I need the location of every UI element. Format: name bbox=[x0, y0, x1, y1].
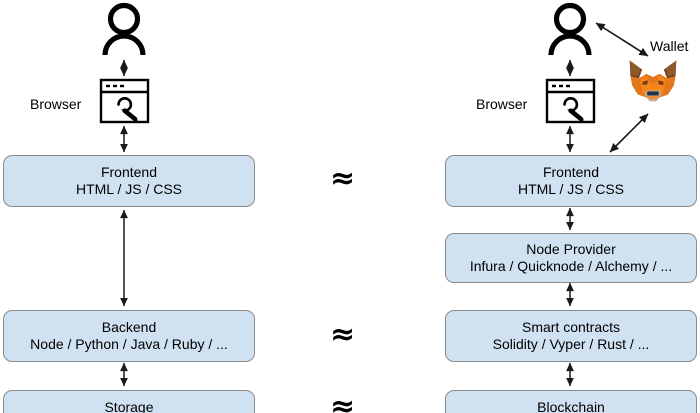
browser-label-left: Browser bbox=[30, 96, 82, 112]
box-frontend-right-title: Frontend bbox=[542, 164, 600, 180]
box-node-provider[interactable]: Node Provider Infura / Quicknode / Alche… bbox=[445, 233, 697, 283]
box-frontend-left-subtitle: HTML / JS / CSS bbox=[75, 181, 183, 197]
person-icon-left bbox=[102, 2, 146, 56]
box-storage-title: Storage bbox=[104, 399, 154, 413]
box-storage-left[interactable]: Storage bbox=[3, 390, 255, 413]
arrow-frontend-wallet bbox=[609, 113, 649, 153]
browser-window-wrench-icon-left bbox=[99, 78, 150, 124]
box-frontend-left[interactable]: Frontend HTML / JS / CSS bbox=[3, 155, 255, 207]
box-blockchain[interactable]: Blockchain bbox=[445, 390, 697, 413]
box-frontend-left-title: Frontend bbox=[100, 164, 158, 180]
approx-equal-2: ≈ bbox=[330, 317, 356, 352]
box-blockchain-title: Blockchain bbox=[537, 399, 605, 413]
metamask-fox-icon[interactable] bbox=[628, 58, 678, 108]
browser-label-right: Browser bbox=[476, 96, 528, 112]
browser-window-wrench-icon-right bbox=[545, 78, 596, 124]
box-backend-left[interactable]: Backend Node / Python / Java / Ruby / ..… bbox=[3, 310, 255, 362]
box-node-provider-subtitle: Infura / Quicknode / Alchemy / ... bbox=[469, 258, 673, 274]
wallet-label: Wallet bbox=[650, 38, 689, 54]
box-backend-subtitle: Node / Python / Java / Ruby / ... bbox=[30, 336, 228, 352]
box-backend-title: Backend bbox=[101, 319, 157, 335]
box-node-provider-title: Node Provider bbox=[526, 241, 616, 257]
approx-equal-3: ≈ bbox=[330, 389, 356, 413]
box-frontend-right-subtitle: HTML / JS / CSS bbox=[517, 181, 625, 197]
box-smart-contracts[interactable]: Smart contracts Solidity / Vyper / Rust … bbox=[445, 310, 697, 362]
approx-equal-1: ≈ bbox=[330, 161, 356, 196]
box-smart-contracts-title: Smart contracts bbox=[521, 319, 621, 335]
box-frontend-right[interactable]: Frontend HTML / JS / CSS bbox=[445, 155, 697, 207]
box-smart-contracts-subtitle: Solidity / Vyper / Rust / ... bbox=[492, 336, 650, 352]
person-icon-right bbox=[548, 2, 592, 56]
arrow-person-wallet bbox=[595, 22, 649, 57]
